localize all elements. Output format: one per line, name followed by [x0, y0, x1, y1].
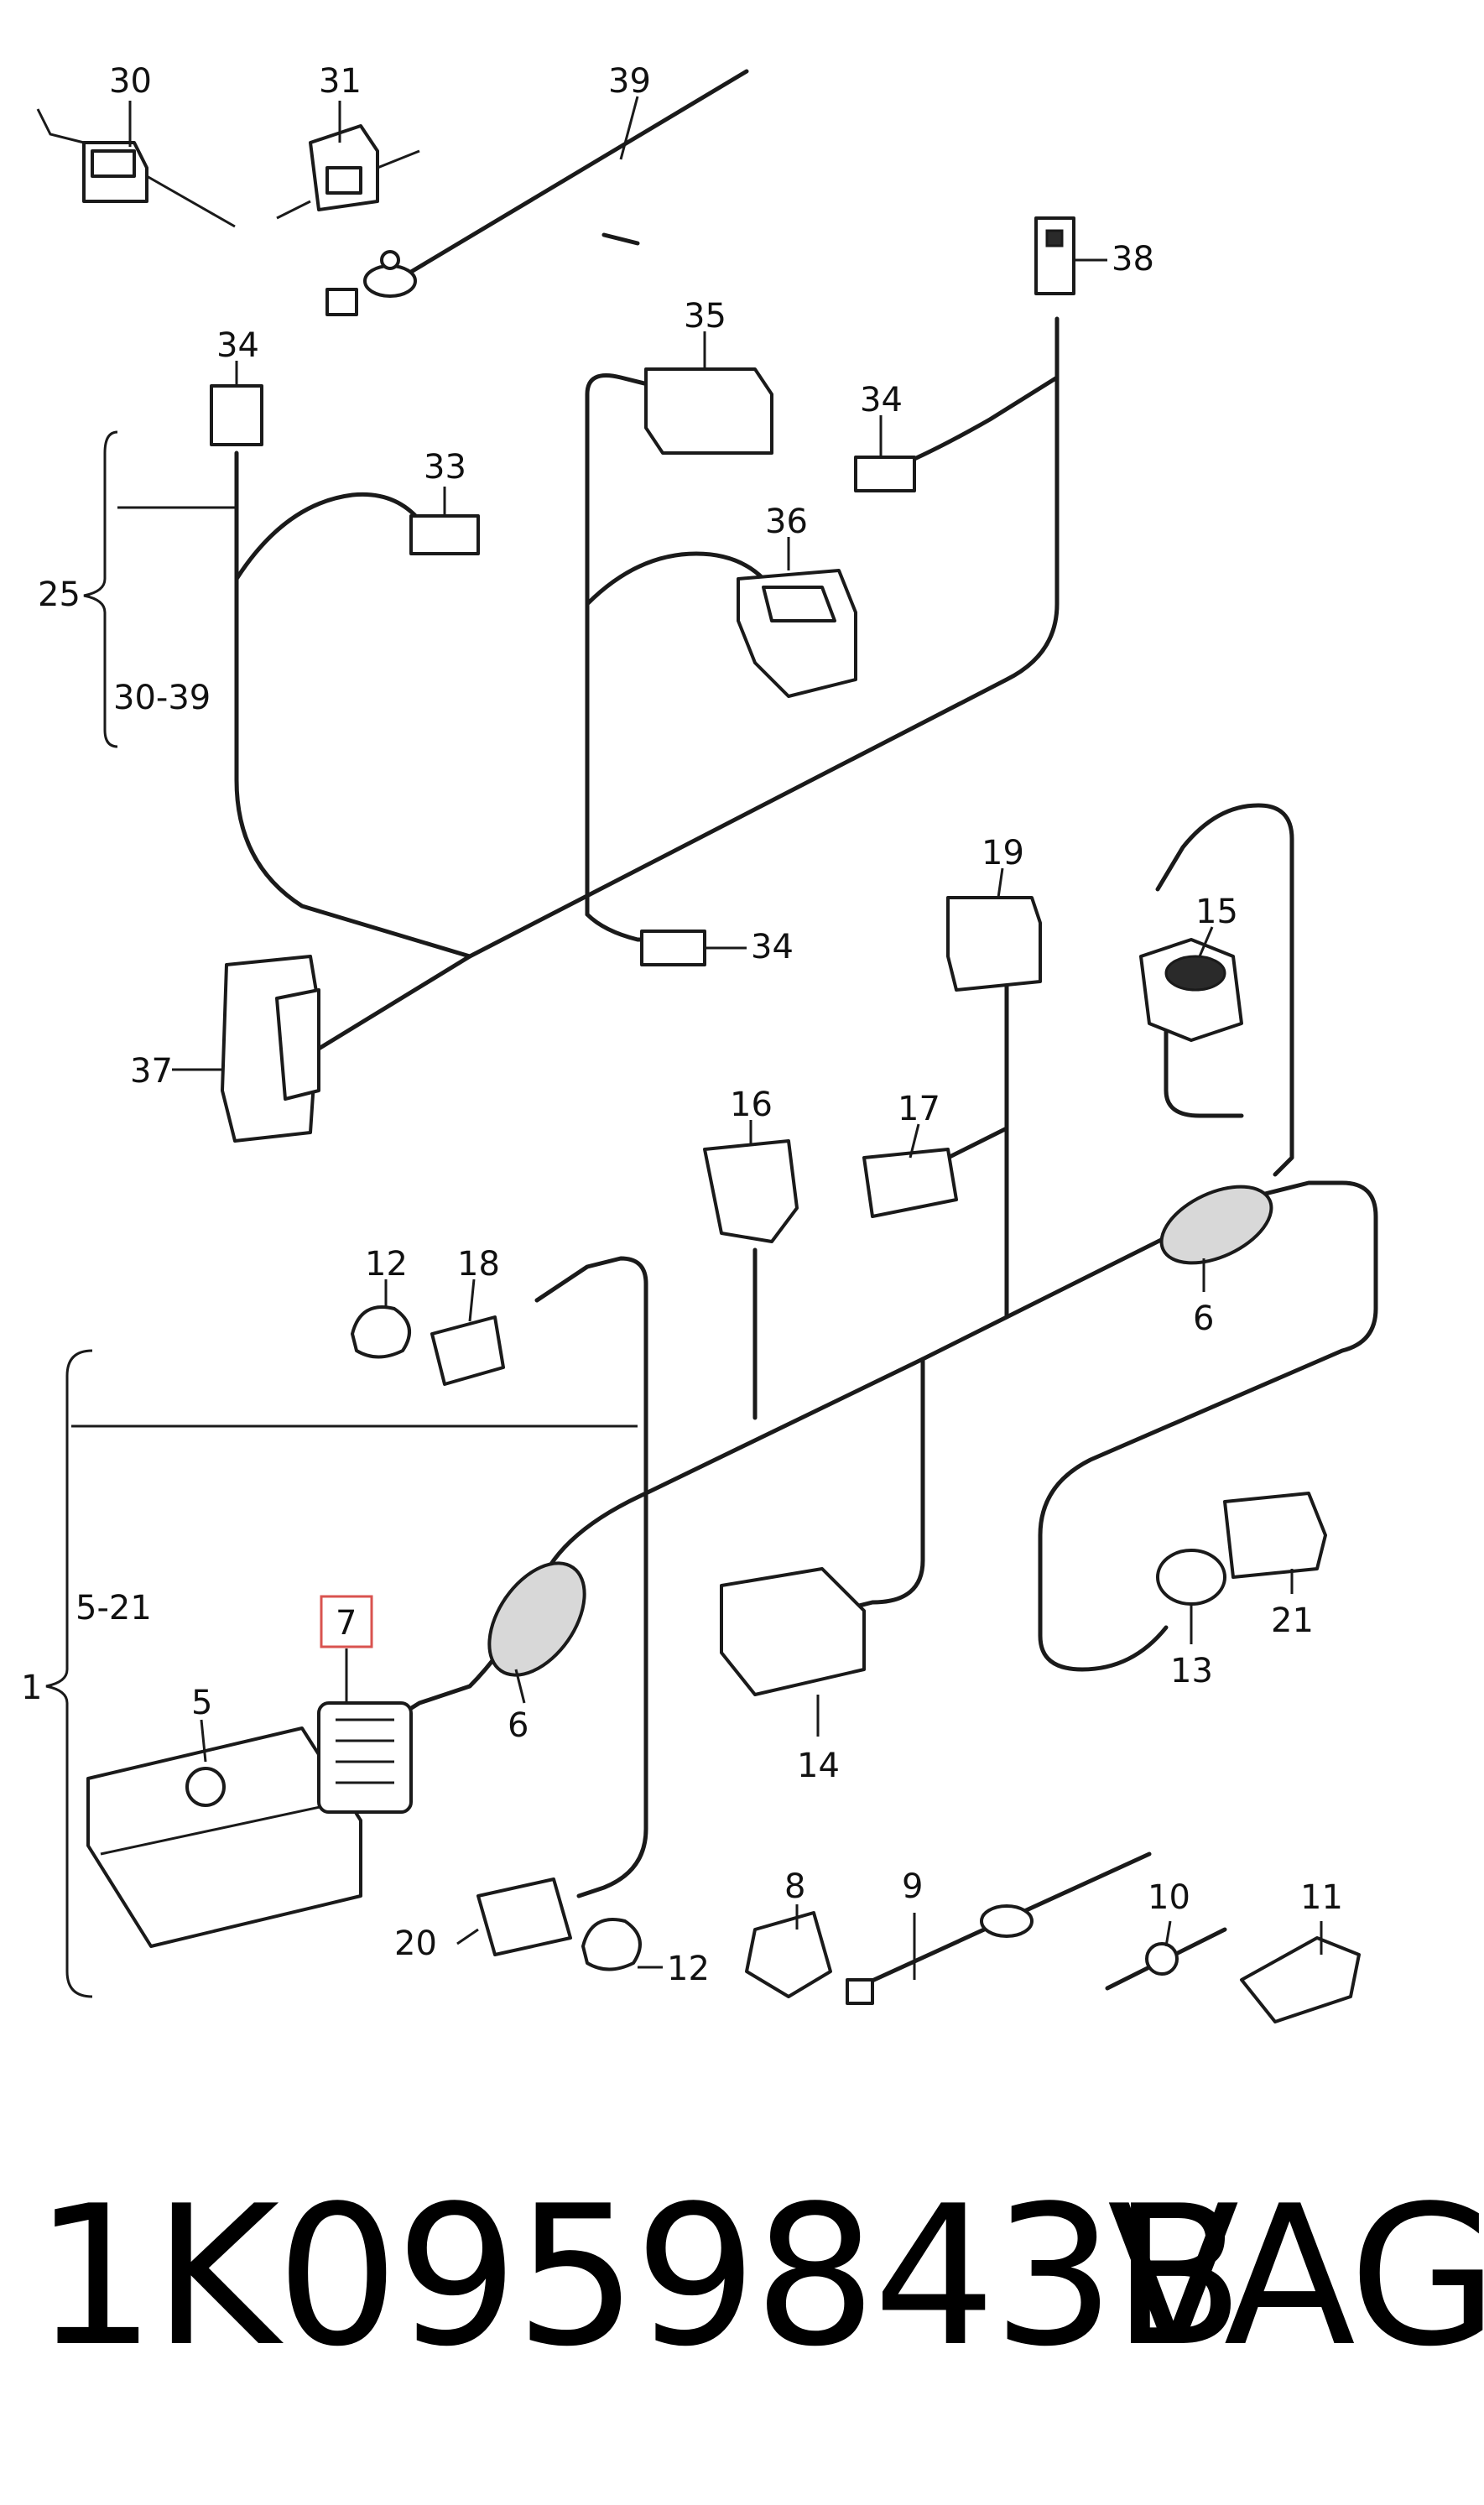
part-33-connector [409, 514, 480, 555]
callout-8: 8 [784, 1867, 805, 1906]
part-5-control-unit-connector [86, 1726, 362, 1948]
part-9-cable-tie [846, 1851, 1152, 2005]
part-21-connector [1223, 1492, 1327, 1579]
part-17-connector [862, 1148, 958, 1218]
part-38-connector [1034, 216, 1075, 295]
part-34-connector-a [210, 384, 263, 446]
callout-12-a: 12 [365, 1245, 408, 1284]
brand-label: VAG [1107, 2165, 1484, 2389]
part-number: 1K0959843B [34, 2165, 1244, 2389]
callout-19: 19 [982, 834, 1024, 872]
callout-34-a: 34 [216, 326, 259, 365]
part-34-connector-b [854, 456, 916, 492]
part-37-connector [221, 955, 320, 1143]
callout-25: 25 [38, 575, 81, 614]
callout-10: 10 [1148, 1878, 1190, 1917]
part-34-connector-c [640, 930, 706, 966]
callout-35: 35 [684, 297, 726, 336]
callout-1: 1 [21, 1669, 42, 1707]
part-31-holder [276, 124, 420, 220]
part-16-clip [703, 1139, 799, 1243]
callout-39: 39 [608, 62, 651, 101]
part-14-connector [720, 1567, 866, 1696]
callout-36: 36 [765, 503, 808, 541]
callout-6-a: 6 [1193, 1299, 1214, 1338]
part-35-connector [644, 367, 773, 455]
callout-37: 37 [130, 1052, 173, 1091]
callout-12-b: 12 [667, 1950, 710, 1988]
callout-30-39: 30-39 [113, 679, 211, 717]
callout-9: 9 [902, 1867, 923, 1906]
part-6-grommet-a [1159, 1185, 1273, 1265]
callout-13: 13 [1170, 1652, 1213, 1690]
callout-18: 18 [457, 1245, 500, 1284]
callout-20: 20 [394, 1924, 437, 1963]
part-12-clip-a [351, 1305, 411, 1359]
part-8-clip [745, 1911, 832, 1998]
callout-5-21: 5-21 [76, 1589, 152, 1627]
callout-38: 38 [1112, 240, 1154, 279]
callout-33: 33 [424, 448, 466, 487]
callout-7: 7 [336, 1604, 357, 1643]
callout-21: 21 [1271, 1601, 1314, 1640]
part-11-clip [1240, 1936, 1361, 2023]
callout-15: 15 [1195, 893, 1238, 931]
part-36-connector [737, 569, 857, 698]
part-15-sensor [1139, 938, 1243, 1042]
callout-11: 11 [1300, 1878, 1343, 1917]
part-7-highlight-box [320, 1595, 373, 1648]
part-19-connector [946, 896, 1042, 992]
part-20-connector [476, 1877, 572, 1956]
part-30-cable-clip [36, 108, 236, 228]
group-25-bracket [83, 430, 237, 748]
callout-17: 17 [898, 1090, 940, 1128]
leader-lines [128, 96, 1323, 1980]
callout-16: 16 [730, 1086, 773, 1124]
callout-5: 5 [191, 1684, 212, 1722]
part-13-connector [1156, 1549, 1226, 1606]
part-39-cable-tie [325, 69, 749, 316]
callout-34-b: 34 [860, 381, 903, 419]
callout-34-c: 34 [751, 928, 794, 966]
part-12-clip-b [581, 1918, 642, 1971]
callout-6-b: 6 [508, 1706, 529, 1745]
callout-30: 30 [109, 62, 152, 101]
callout-14: 14 [797, 1747, 840, 1785]
part-6-grommet-b [487, 1561, 586, 1677]
part-10-cable-tie [1105, 1927, 1227, 1991]
part-18-connector [430, 1315, 505, 1386]
part-7-bellows [317, 1701, 413, 1814]
group-1-bracket [45, 1349, 638, 1998]
upper-harness-wires [234, 232, 1060, 1051]
callout-31: 31 [319, 62, 362, 101]
